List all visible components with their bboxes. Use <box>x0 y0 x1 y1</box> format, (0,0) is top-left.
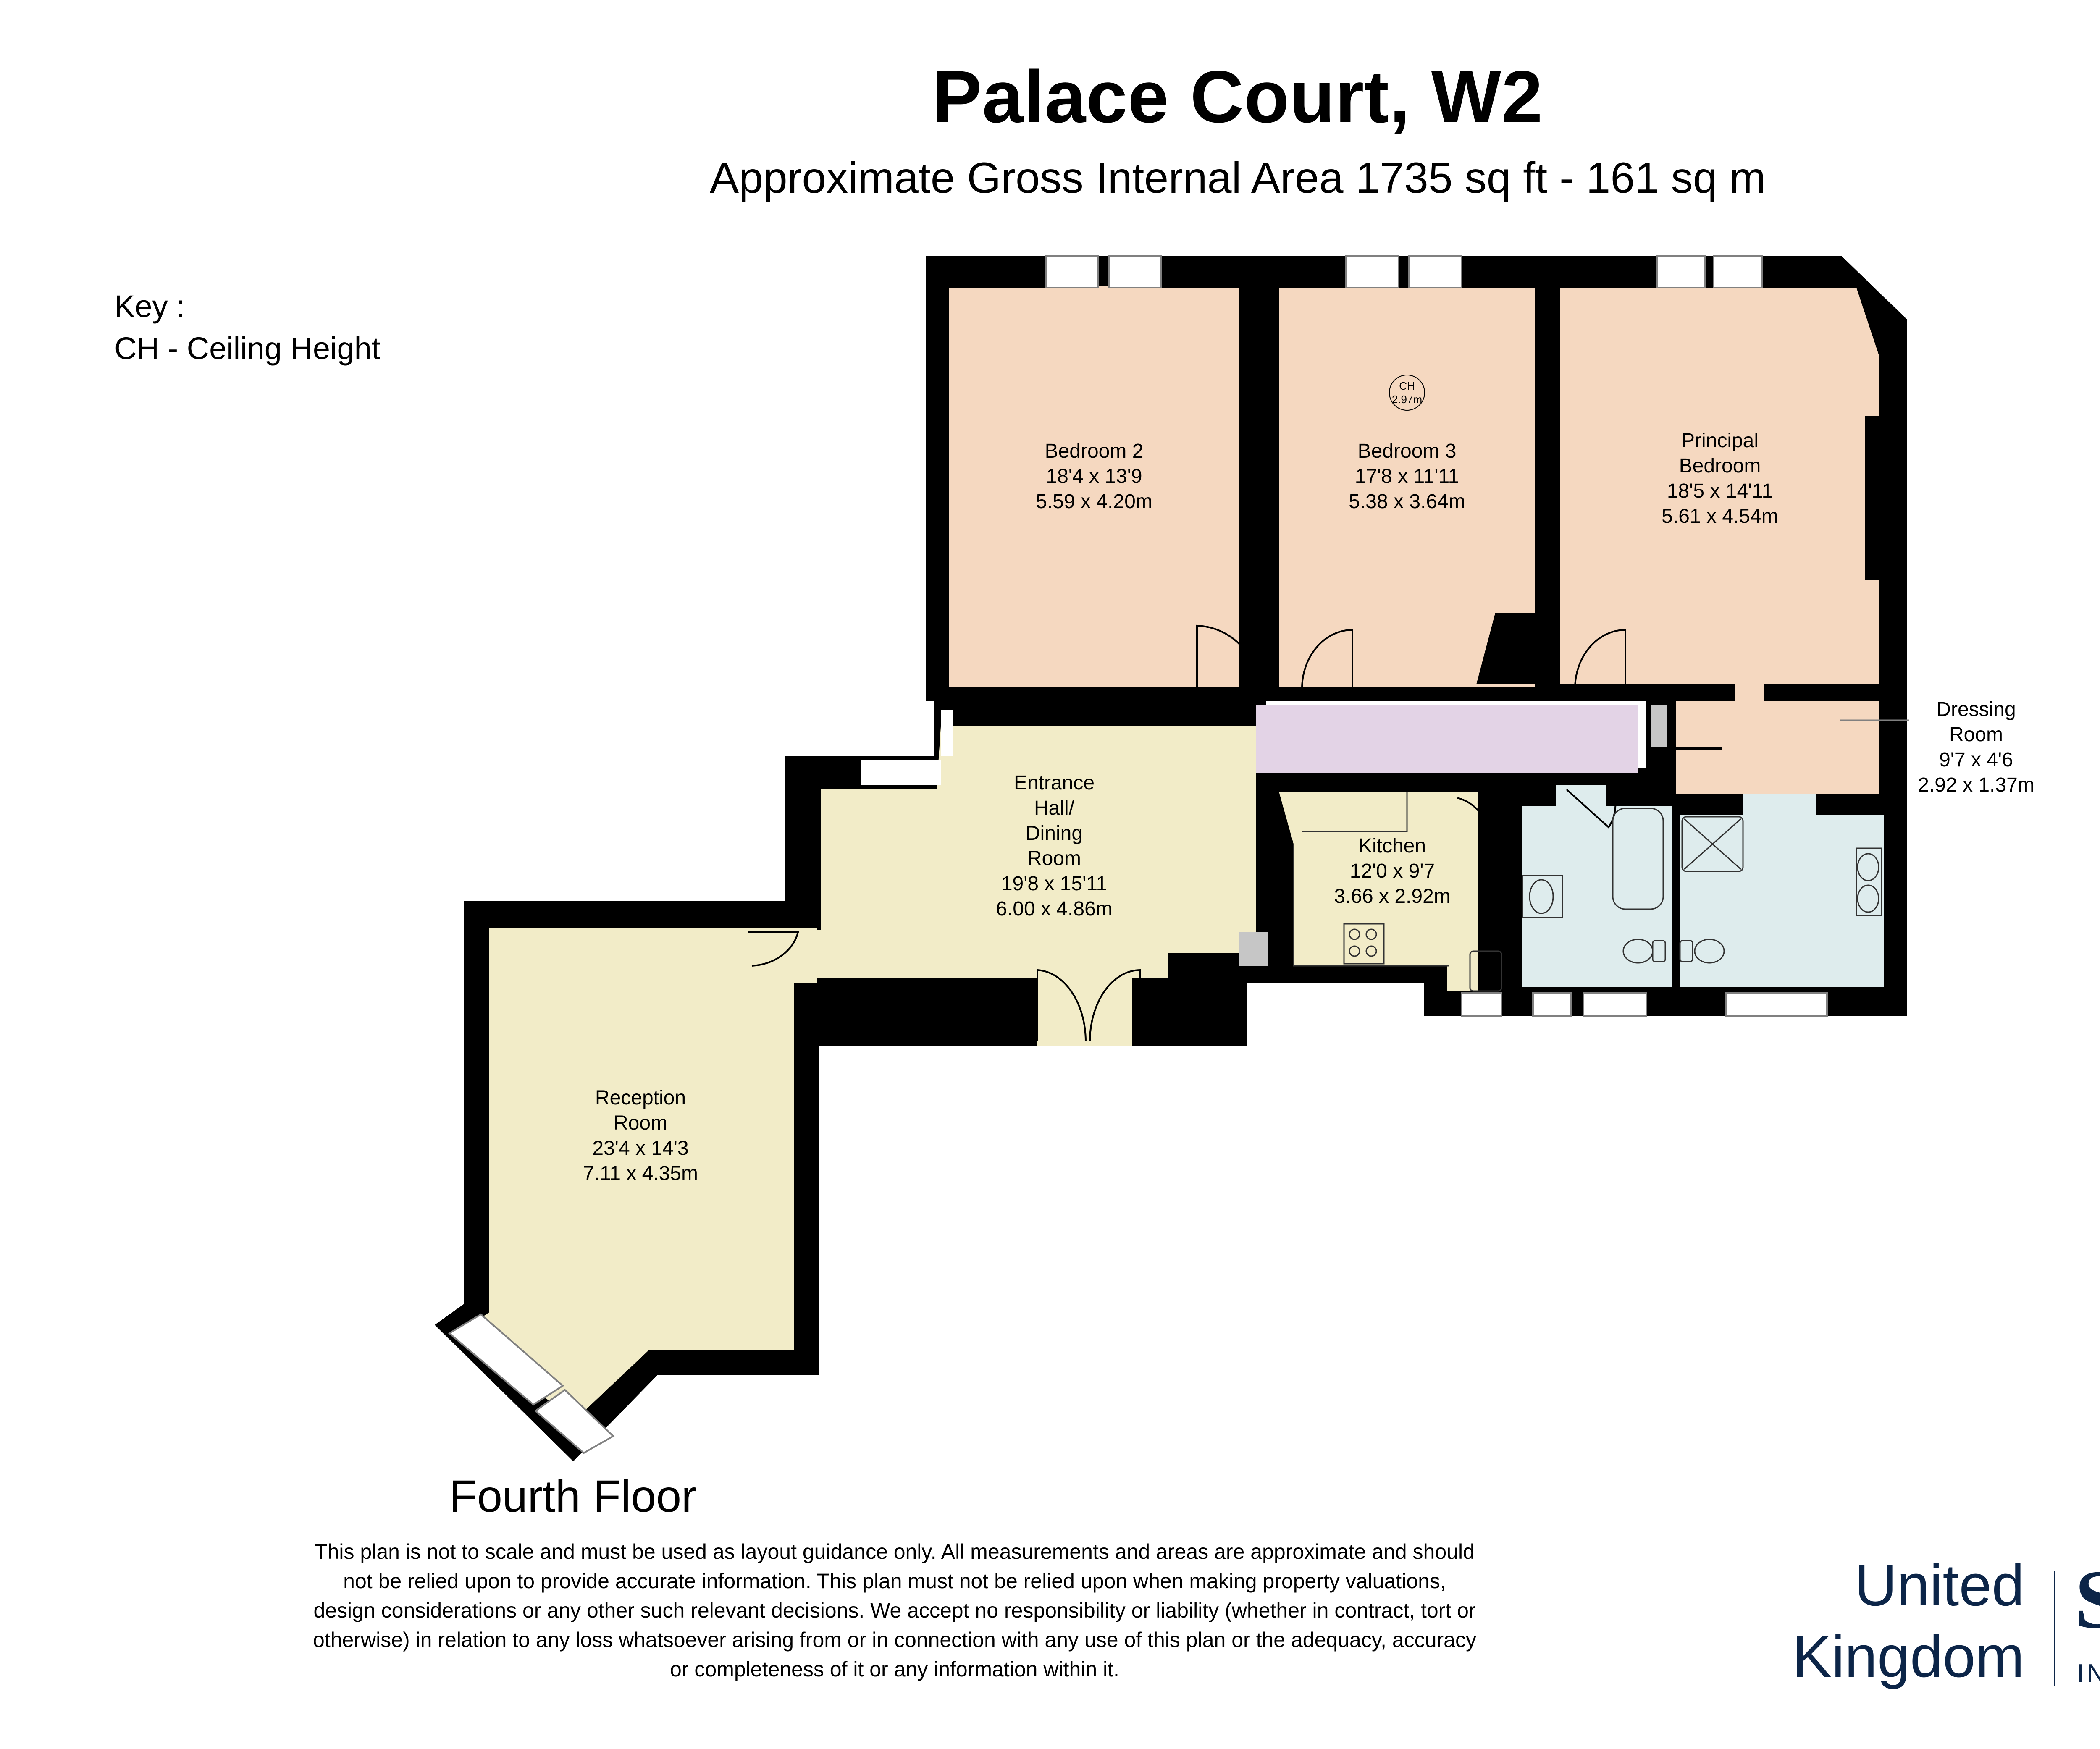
disclaimer-line: not be relied upon to provide accurate i… <box>343 1569 1446 1593</box>
key-item-ceiling-height: CH - Ceiling Height <box>114 331 381 366</box>
bath-icon <box>1612 808 1664 910</box>
key-heading: Key : <box>114 289 185 324</box>
label-bedroom-3-name: Bedroom 3 <box>1358 440 1457 462</box>
label-ch: CH <box>1399 380 1415 392</box>
hob-icon <box>1343 923 1385 965</box>
label-dressing-imperial: 9'7 x 4'6 <box>1939 749 2013 771</box>
floor-label: Fourth Floor <box>449 1471 697 1521</box>
logo-brand: Sotheby's <box>2075 1553 2100 1646</box>
gross-area-subtitle: Approximate Gross Internal Area 1735 sq … <box>709 154 1766 202</box>
logo-region-line1: United <box>1854 1552 2024 1618</box>
label-dressing-line1: Dressing <box>1936 698 2016 721</box>
room-kitchen <box>1279 792 1478 991</box>
room-bathroom-1 <box>1522 806 1672 987</box>
sothebys-logo: United Kingdom Sotheby's INTERNATIONAL R… <box>1772 1550 2100 1689</box>
label-entrance-line4: Room <box>1027 847 1081 870</box>
doors <box>748 624 1626 1042</box>
label-reception-metric: 7.11 x 4.35m <box>583 1162 698 1185</box>
label-kitchen-name: Kitchen <box>1359 835 1426 857</box>
room-reception-room <box>464 928 794 1421</box>
room-bathroom-2 <box>1680 815 1884 987</box>
room-principal-bedroom <box>1560 288 1880 684</box>
room-corridor <box>1256 705 1638 773</box>
label-ch-value: 2.97m <box>1392 393 1422 406</box>
label-bedroom-2-imperial: 18'4 x 13'9 <box>1046 465 1142 488</box>
disclaimer-line: design considerations or any other such … <box>313 1599 1476 1622</box>
room-bedroom-2 <box>949 288 1239 687</box>
label-entrance-line2: Hall/ <box>1034 797 1075 819</box>
room-entrance-hall-dining <box>811 726 1256 978</box>
basin-icon <box>1529 879 1554 914</box>
label-kitchen-imperial: 12'0 x 9'7 <box>1350 860 1435 882</box>
disclaimer: This plan is not to scale and must be us… <box>235 1537 1554 1684</box>
label-principal-imperial: 18'5 x 14'11 <box>1667 480 1773 502</box>
label-principal-line1: Principal <box>1681 430 1759 452</box>
fixtures <box>1293 375 1882 992</box>
label-principal-metric: 5.61 x 4.54m <box>1662 505 1778 527</box>
label-reception-imperial: 23'4 x 14'3 <box>592 1137 688 1159</box>
key-legend: Key : CH - Ceiling Height <box>114 286 380 370</box>
label-entrance-line3: Dining <box>1026 822 1083 844</box>
label-bedroom-3-imperial: 17'8 x 11'11 <box>1355 465 1460 488</box>
label-dressing-metric: 2.92 x 1.37m <box>1918 774 2034 796</box>
logo-region-line2: Kingdom <box>1792 1623 2024 1689</box>
label-principal-line2: Bedroom <box>1679 455 1761 477</box>
room-bedroom-3 <box>1279 288 1535 687</box>
label-bedroom-2-name: Bedroom 2 <box>1045 440 1144 462</box>
label-entrance-imperial: 19'8 x 15'11 <box>1001 873 1107 895</box>
logo-divider <box>2054 1571 2055 1686</box>
room-labels: Bedroom 2 18'4 x 13'9 5.59 x 4.20m CH 2.… <box>583 380 2034 1185</box>
disclaimer-line: or completeness of it or any information… <box>670 1657 1119 1681</box>
shower-icon <box>1681 816 1744 872</box>
kitchen-sink-icon <box>1469 950 1502 992</box>
room-fills <box>464 286 1884 1421</box>
logo-region: United Kingdom <box>1772 1550 2024 1692</box>
label-entrance-line1: Entrance <box>1014 772 1095 794</box>
ceiling-height-marker <box>1389 375 1425 411</box>
label-entrance-metric: 6.00 x 4.86m <box>996 898 1113 920</box>
label-reception-line2: Room <box>614 1112 667 1134</box>
label-kitchen-metric: 3.66 x 2.92m <box>1334 885 1451 907</box>
label-dressing-line2: Room <box>1949 724 2003 746</box>
logo-tagline: INTERNATIONAL REALTY <box>2077 1659 2100 1688</box>
windows <box>448 255 1828 1454</box>
label-bedroom-3-metric: 5.38 x 3.64m <box>1349 490 1465 513</box>
disclaimer-line: otherwise) in relation to any loss whats… <box>313 1628 1476 1652</box>
disclaimer-line: This plan is not to scale and must be us… <box>315 1540 1475 1563</box>
page-title: Palace Court, W2 <box>932 56 1543 138</box>
label-bedroom-2-metric: 5.59 x 4.20m <box>1036 490 1152 513</box>
label-reception-line1: Reception <box>595 1087 686 1109</box>
